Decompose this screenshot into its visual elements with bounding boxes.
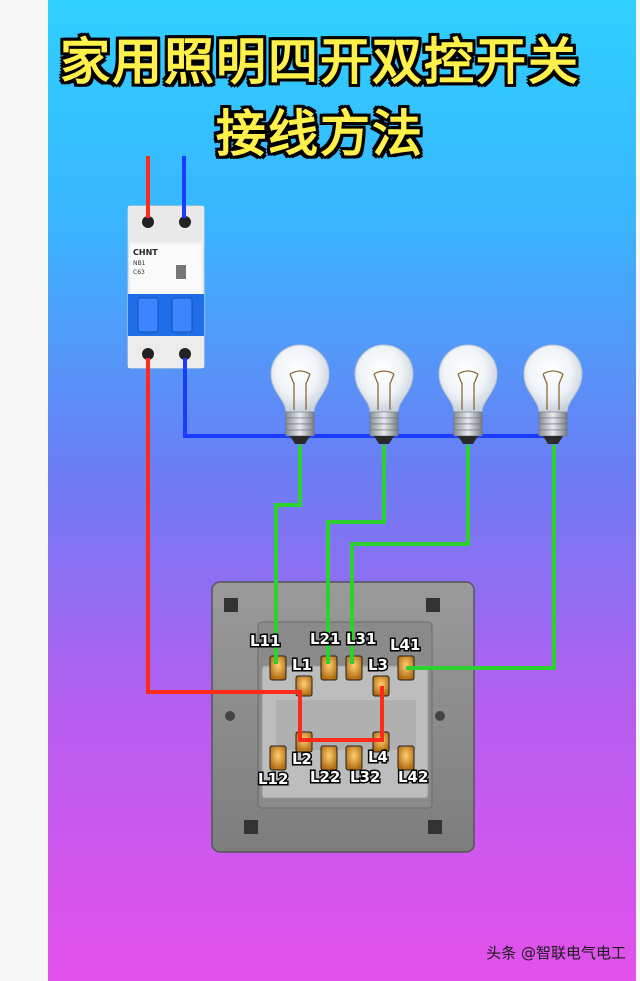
label-l2: L2: [292, 750, 312, 768]
live-wires: [146, 358, 384, 742]
title-line-2: 接线方法: [216, 105, 424, 163]
label-l11: L11: [250, 632, 280, 650]
terminal-labels: L11 L21 L31 L41 L1 L3 L2 L4 L12 L22 L32 …: [249, 629, 430, 790]
breaker-model: NB1: [133, 260, 146, 267]
label-l12: L12: [258, 770, 288, 788]
light-bulb-1: [270, 344, 330, 444]
watermark: 头条 @智联电气电工: [486, 944, 626, 962]
switch-terminals: [269, 655, 415, 771]
light-bulb-4: [523, 344, 583, 444]
label-l22: L22: [310, 768, 340, 786]
light-bulb-2: [354, 344, 414, 444]
breaker-rating: C63: [133, 269, 145, 276]
circuit-breaker: CHNT NB1 C63: [127, 205, 205, 369]
label-l1: L1: [292, 656, 312, 674]
four-gang-switch: [211, 581, 475, 853]
label-l42: L42: [398, 768, 428, 786]
label-l32: L32: [350, 768, 380, 786]
label-l3: L3: [368, 656, 388, 674]
supply-wires: [146, 156, 186, 218]
light-bulb-3: [438, 344, 498, 444]
label-l21: L21: [310, 630, 340, 648]
neutral-wire: [183, 358, 556, 438]
breaker-brand: CHNT: [133, 248, 158, 257]
switched-wires: [274, 445, 556, 670]
label-l31: L31: [346, 630, 376, 648]
title-line-1: 家用照明四开双控开关: [60, 33, 580, 91]
light-bulbs: [270, 344, 583, 444]
label-l41: L41: [390, 636, 420, 654]
label-l4: L4: [368, 748, 388, 766]
